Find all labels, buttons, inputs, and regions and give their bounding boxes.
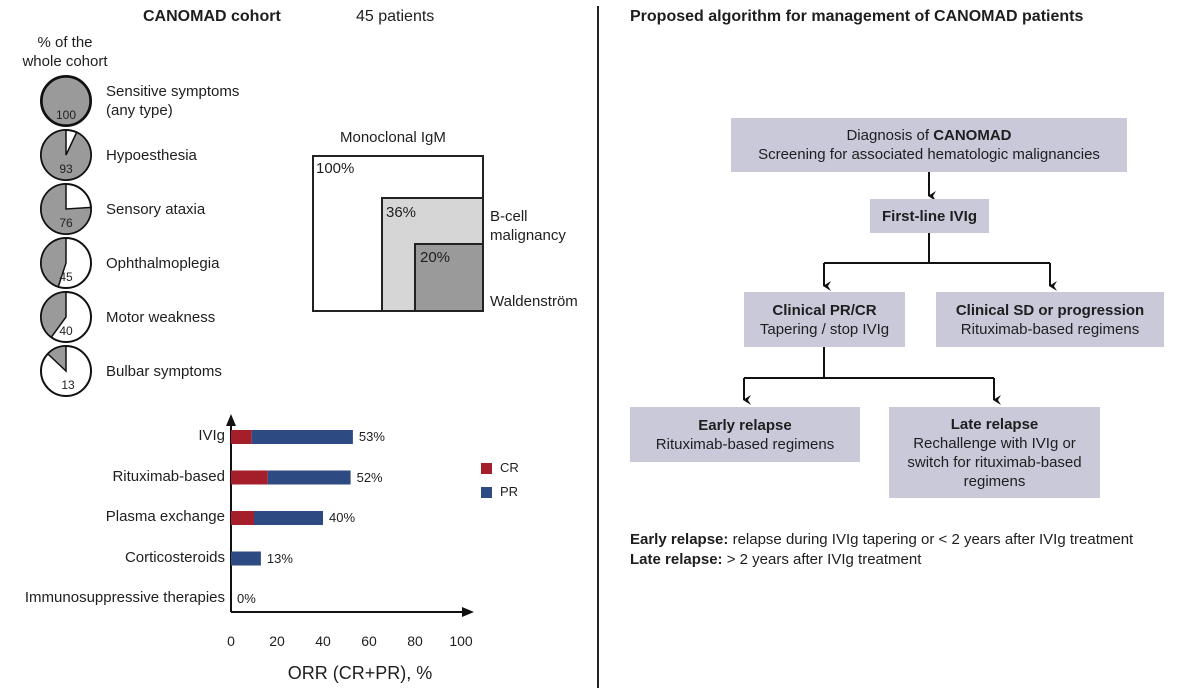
cohort-title: CANOMAD cohort (143, 8, 281, 25)
early-title: Early relapse (698, 416, 792, 434)
orr-bar-chart (226, 414, 474, 617)
bar-pr (267, 470, 351, 485)
bar-category-label: Corticosteroids (124, 548, 225, 566)
early-relapse-box: Early relapse Rituximab-based regimens (630, 407, 860, 462)
x-tick-label: 80 (407, 633, 423, 649)
nested-inner-pct: 20% (420, 249, 451, 266)
nested-inner-label: Waldenström (490, 293, 578, 310)
pie-slice (46, 345, 67, 373)
pie-value: 76 (59, 216, 73, 230)
nested-inner-box (414, 243, 484, 312)
pie-label: Ophthalmoplegia (106, 254, 220, 272)
late-relapse-box: Late relapse Rechallenge with IVIg or sw… (889, 407, 1100, 498)
patient-count: 45 patients (356, 8, 435, 25)
legend-pr-swatch (481, 487, 492, 498)
pie-value: 40 (59, 324, 73, 338)
bar-pr (254, 511, 323, 525)
pie-2: 76 (40, 183, 92, 235)
nested-outer-pct: 100% (316, 160, 355, 177)
algorithm-title: Proposed algorithm for management of CAN… (630, 8, 1084, 25)
diagnosis-box: Diagnosis of CANOMAD Screening for assoc… (731, 118, 1127, 172)
early-text: Rituximab-based regimens (655, 435, 835, 453)
legend-pr-label: PR (500, 484, 519, 499)
pie-value: 93 (59, 162, 73, 176)
x-tick-label: 20 (269, 633, 285, 649)
pie-slice (40, 291, 67, 339)
note-late-label: Late relapse: (630, 551, 723, 568)
legend-cr-swatch (481, 463, 492, 474)
note-early-text: relapse during IVIg tapering or < 2 year… (728, 531, 1134, 548)
y-axis-arrow (226, 414, 236, 426)
bar-cr (231, 470, 268, 485)
late-text: Rechallenge with IVIg or switch for ritu… (907, 434, 1082, 490)
bar-total-label: 40% (329, 510, 356, 525)
pie-1: 93 (40, 129, 92, 181)
sd-box: Clinical SD or progression Rituximab-bas… (936, 292, 1164, 347)
bar-pr (231, 551, 261, 566)
pie-value: 100 (56, 108, 76, 122)
diagnosis-pre: Diagnosis of (846, 127, 934, 144)
panel-divider (597, 6, 599, 688)
x-axis-label: ORR (CR+PR), % (287, 663, 433, 683)
nested-middle-label: B-cell malignancy (490, 208, 566, 244)
pie-4: 40 (40, 291, 92, 343)
pie-label: Hypoesthesia (106, 146, 197, 164)
pie-label: Motor weakness (106, 308, 216, 326)
pie-5: 13 (40, 345, 92, 397)
bar-cr (231, 511, 254, 525)
flow-arrows (743, 172, 1057, 405)
note-late: Late relapse: > 2 years after IVIg treat… (630, 550, 921, 570)
nested-title: Monoclonal IgM (340, 129, 446, 146)
pie-3: 45 (40, 237, 92, 289)
x-axis-arrow (462, 607, 474, 617)
bar-total-label: 13% (266, 550, 293, 566)
pie-slice (41, 76, 91, 126)
x-tick-label: 60 (361, 633, 377, 649)
x-tick-label: 40 (315, 633, 331, 649)
diagnosis-canomad: CANOMAD (933, 127, 1012, 144)
x-tick-label: 100 (449, 633, 473, 649)
bar-total-label: 0% (237, 591, 256, 606)
prcr-box: Clinical PR/CR Tapering / stop IVIg (744, 292, 905, 347)
note-early: Early relapse: relapse during IVIg taper… (630, 530, 1133, 550)
pie-slice (40, 183, 92, 235)
pie-value: 13 (61, 378, 75, 392)
prcr-title: Clinical PR/CR (772, 301, 877, 319)
bar-pr (251, 430, 353, 444)
prcr-text: Tapering / stop IVIg (759, 320, 890, 338)
pie-header: % of the whole cohort (22, 34, 108, 70)
pie-label: Sensory ataxia (106, 200, 206, 218)
bar-category-label: IVIg (198, 427, 225, 444)
legend-cr-label: CR (500, 460, 519, 475)
pie-slice (40, 129, 92, 181)
pie-0: 100 (40, 75, 92, 127)
bar-cr (231, 430, 252, 444)
x-tick-label: 0 (227, 633, 235, 649)
bar-category-label: Immunosuppressive therapies (24, 589, 225, 606)
pie-label: Bulbar symptoms (106, 362, 222, 380)
late-title: Late relapse (950, 415, 1039, 433)
note-late-text: > 2 years after IVIg treatment (722, 551, 922, 568)
nested-middle-pct: 36% (386, 204, 417, 221)
sd-text: Rituximab-based regimens (960, 320, 1140, 338)
pie-label: Sensitive symptoms (any type) (106, 83, 240, 119)
diagnosis-screening: Screening for associated hematologic mal… (758, 146, 1100, 163)
bar-total-label: 53% (358, 429, 385, 444)
bar-category-label: Rituximab-based (112, 467, 225, 485)
pie-value: 45 (59, 270, 73, 284)
bar-total-label: 52% (356, 469, 383, 485)
note-early-label: Early relapse: (630, 531, 729, 548)
bar-category-label: Plasma exchange (105, 508, 225, 525)
first-line-box: First-line IVIg (870, 199, 989, 233)
sd-title: Clinical SD or progression (955, 301, 1145, 319)
pie-slice (40, 237, 67, 288)
